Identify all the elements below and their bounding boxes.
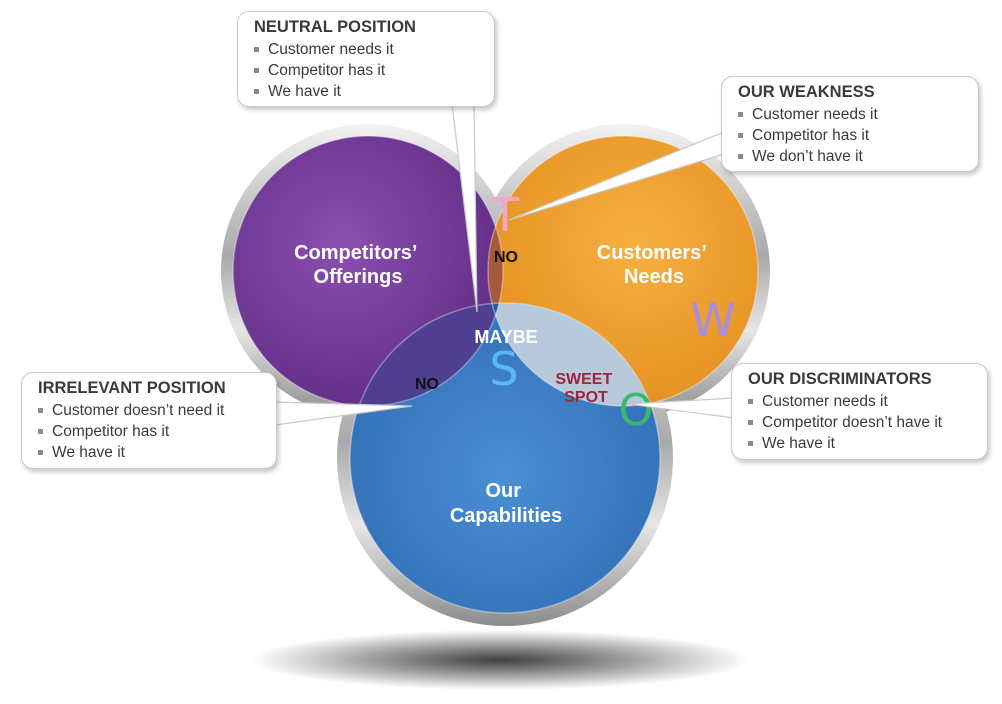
customers-label: Customers’ Needs xyxy=(597,242,712,288)
customers-outline xyxy=(487,135,759,407)
neutral-position-list: Customer needs it Competitor has it We h… xyxy=(254,39,482,102)
left-overlap-label: NO xyxy=(415,376,439,393)
sweet-spot-label: SWEET SPOT xyxy=(555,371,616,406)
top-overlap-label: NO xyxy=(494,249,518,266)
neutral-position-title: NEUTRAL POSITION xyxy=(254,18,416,36)
list-item: We have it xyxy=(748,433,975,454)
our-weakness-callout: OUR WEAKNESS Customer needs it Competito… xyxy=(721,76,979,172)
capabilities-label: Our Capabilities xyxy=(450,480,562,527)
sweet-spot-line2: SPOT xyxy=(564,389,608,406)
competitors-label-line2: Offerings xyxy=(314,266,403,288)
irrelevant-position-title: IRRELEVANT POSITION xyxy=(38,379,226,397)
list-item: Customer doesn’t need it xyxy=(38,400,264,421)
swot-letter-w: W xyxy=(690,293,735,347)
swot-letter-s: S xyxy=(489,342,518,396)
competitors-label-line1: Competitors’ xyxy=(294,242,417,264)
irrelevant-position-callout: IRRELEVANT POSITION Customer doesn’t nee… xyxy=(21,372,277,469)
capabilities-label-line2: Capabilities xyxy=(450,505,562,527)
capabilities-label-line1: Our xyxy=(485,480,521,502)
our-discriminators-title: OUR DISCRIMINATORS xyxy=(748,370,932,388)
swot-letter-o: O xyxy=(619,385,654,436)
customers-label-line1: Customers’ xyxy=(597,242,706,264)
center-label: MAYBE xyxy=(474,327,537,347)
our-discriminators-list: Customer needs it Competitor doesn’t hav… xyxy=(748,391,975,454)
list-item: Customer needs it xyxy=(738,104,966,125)
list-item: Customer needs it xyxy=(254,39,482,60)
our-weakness-title: OUR WEAKNESS xyxy=(738,83,875,101)
our-discriminators-callout: OUR DISCRIMINATORS Customer needs it Com… xyxy=(731,363,988,460)
competitors-label: Competitors’ Offerings xyxy=(294,242,422,288)
list-item: We have it xyxy=(38,442,264,463)
list-item: Customer needs it xyxy=(748,391,975,412)
ground-shadow xyxy=(250,630,750,690)
sweet-spot-region xyxy=(488,303,660,406)
list-item: We don’t have it xyxy=(738,146,966,167)
capabilities-outline xyxy=(349,302,661,614)
neutral-position-callout: NEUTRAL POSITION Customer needs it Compe… xyxy=(237,11,495,107)
customers-label-line2: Needs xyxy=(624,266,684,288)
list-item: Competitor has it xyxy=(254,60,482,81)
list-item: Competitor has it xyxy=(738,125,966,146)
swot-letter-t: T xyxy=(490,188,520,242)
sweet-spot-line1: SWEET xyxy=(555,371,612,388)
list-item: Competitor has it xyxy=(38,421,264,442)
list-item: We have it xyxy=(254,81,482,102)
list-item: Competitor doesn’t have it xyxy=(748,412,975,433)
left-overlap-region xyxy=(350,303,503,406)
irrelevant-position-list: Customer doesn’t need it Competitor has … xyxy=(38,400,264,463)
our-weakness-list: Customer needs it Competitor has it We d… xyxy=(738,104,966,167)
